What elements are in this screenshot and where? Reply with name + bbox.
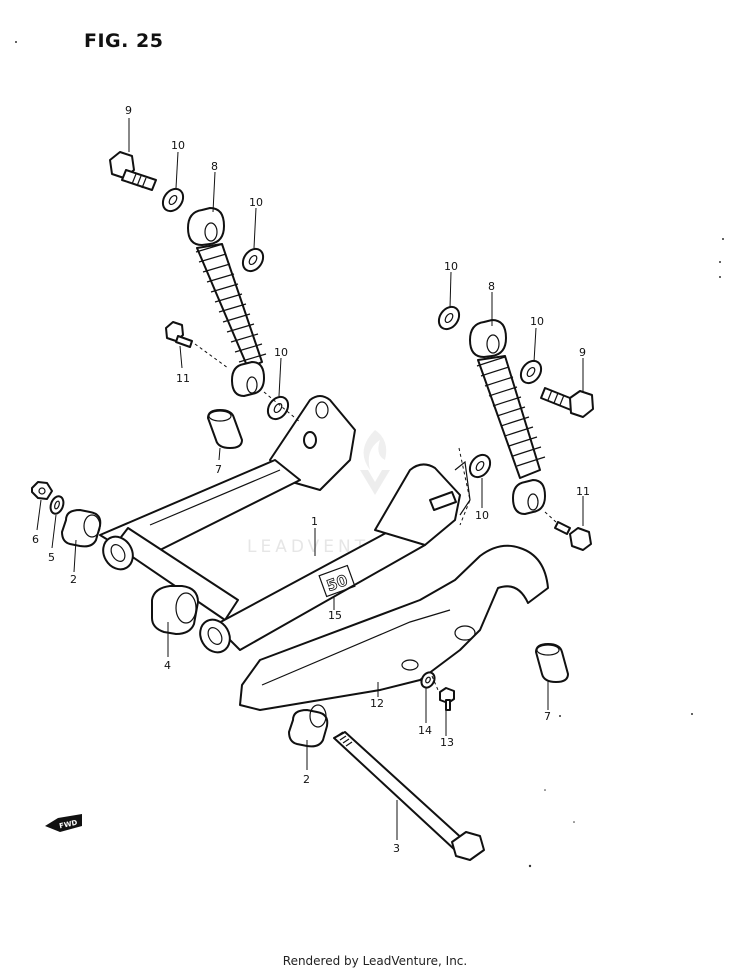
callout-10-b: 10 bbox=[249, 196, 263, 209]
callout-15: 15 bbox=[328, 609, 342, 622]
callout-12: 12 bbox=[370, 697, 384, 710]
leader-lines bbox=[36, 118, 584, 840]
swing-arm: 50 bbox=[99, 395, 471, 654]
flange-bolt-11-right bbox=[544, 511, 592, 551]
cushion-7-right bbox=[535, 643, 569, 683]
chain-case bbox=[239, 544, 549, 711]
washer-10-a bbox=[161, 187, 185, 213]
callout-10-d: 10 bbox=[444, 260, 458, 273]
washer-5 bbox=[49, 495, 65, 515]
footer-credit: Rendered by LeadVenture, Inc. bbox=[282, 954, 468, 968]
callout-7-right: 7 bbox=[544, 710, 551, 723]
callout-10-c: 10 bbox=[274, 346, 288, 359]
bush-2-lower bbox=[288, 704, 329, 748]
washer-14 bbox=[420, 671, 436, 689]
callout-10-f: 10 bbox=[475, 509, 489, 522]
bolt-right-mid bbox=[540, 387, 594, 418]
callout-6: 6 bbox=[32, 533, 39, 546]
cushion-7-left bbox=[207, 409, 243, 449]
screw-13 bbox=[439, 687, 455, 711]
callout-4: 4 bbox=[164, 659, 171, 672]
washer-10-e bbox=[519, 359, 543, 385]
callout-10-a: 10 bbox=[171, 139, 185, 152]
callout-9-right: 9 bbox=[579, 346, 586, 359]
callout-3: 3 bbox=[393, 842, 400, 855]
washer-10-d bbox=[437, 305, 461, 331]
callout-9-left: 9 bbox=[125, 104, 132, 117]
fwd-badge-text: FWD bbox=[59, 819, 79, 831]
washer-10-b bbox=[241, 247, 265, 273]
callout-8-left: 8 bbox=[211, 160, 218, 173]
callout-13: 13 bbox=[440, 736, 454, 749]
nut-6 bbox=[31, 481, 53, 500]
bush-2-upper bbox=[61, 509, 102, 548]
callout-2-upper: 2 bbox=[70, 573, 77, 586]
bolt-upper-left bbox=[109, 151, 157, 191]
callout-14: 14 bbox=[418, 724, 432, 737]
left-shock-absorber bbox=[187, 207, 267, 397]
washer-10-c bbox=[266, 395, 290, 421]
fwd-direction-arrow-icon: FWD bbox=[45, 814, 82, 832]
callout-11-left: 11 bbox=[176, 372, 190, 385]
callout-8-right: 8 bbox=[488, 280, 495, 293]
scan-specks bbox=[15, 41, 724, 868]
flange-bolt-11-left bbox=[165, 321, 229, 369]
callout-1: 1 bbox=[311, 515, 318, 528]
callout-11-right: 11 bbox=[576, 485, 590, 498]
callout-10-e: 10 bbox=[530, 315, 544, 328]
callout-7-left: 7 bbox=[215, 463, 222, 476]
callout-labels: 9 10 8 10 11 10 7 6 5 2 1 4 15 12 14 13 … bbox=[32, 104, 590, 855]
right-shock-absorber bbox=[469, 319, 546, 515]
pivot-shaft bbox=[333, 731, 485, 861]
callout-2-lower: 2 bbox=[303, 773, 310, 786]
bush-4 bbox=[151, 585, 199, 635]
callout-5: 5 bbox=[48, 551, 55, 564]
figure-title: FIG. 25 bbox=[84, 30, 164, 52]
washer-10-f bbox=[468, 453, 492, 479]
